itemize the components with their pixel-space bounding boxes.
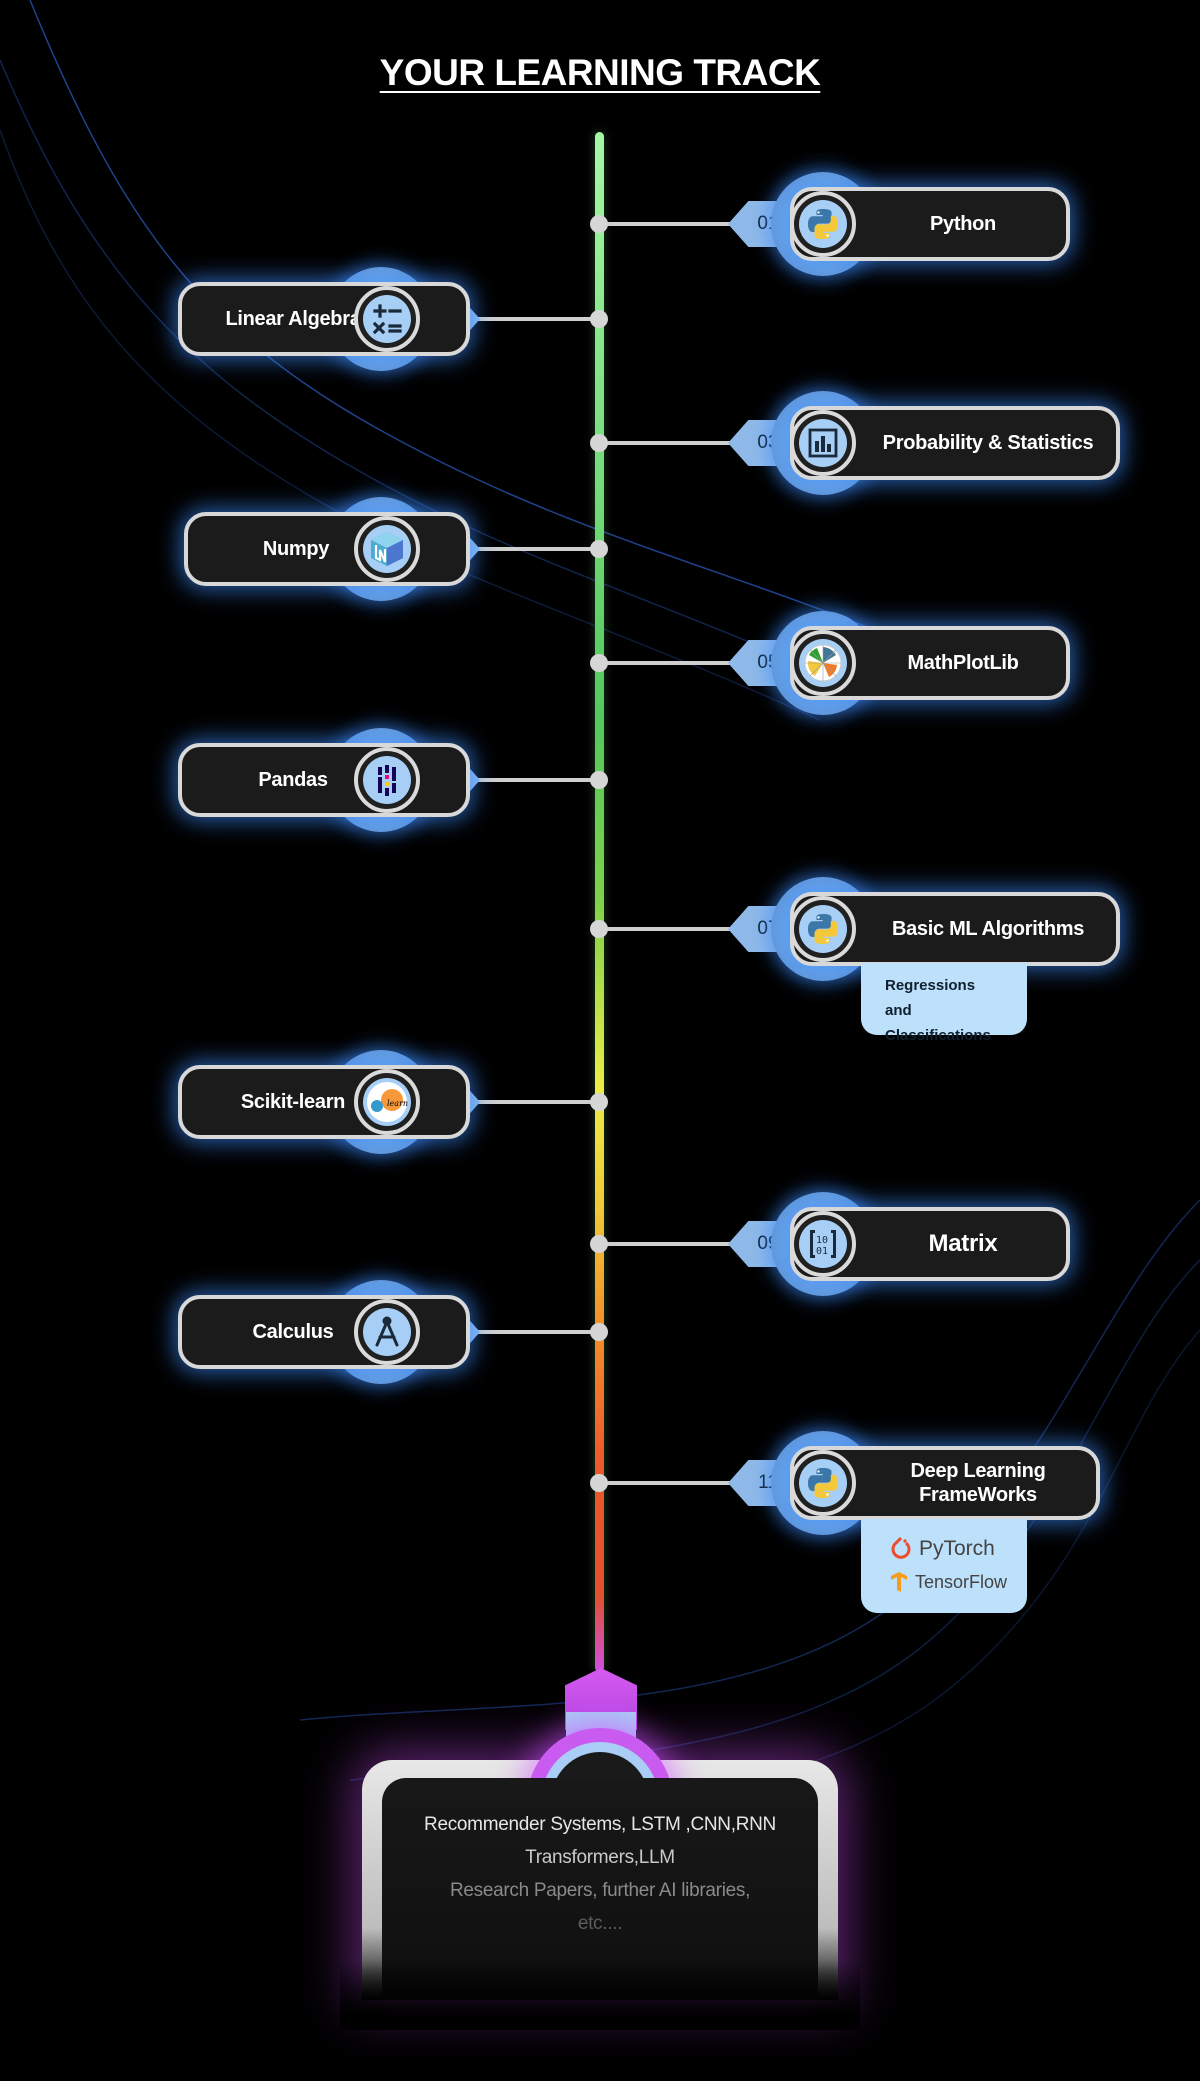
python-icon [799, 905, 847, 953]
step-label: Python [930, 213, 996, 235]
step-label: Matrix [928, 1230, 998, 1257]
connector-line [599, 927, 733, 931]
python-icon [799, 200, 847, 248]
python-icon [799, 1459, 847, 1507]
icon-ring [790, 1450, 856, 1516]
step-label: Calculus [252, 1321, 334, 1343]
matplotlib-icon [799, 639, 847, 687]
svg-text:01: 01 [816, 1246, 828, 1257]
framework-label: TensorFlow [915, 1571, 1008, 1592]
step-label: Scikit-learn [240, 1091, 346, 1113]
compass-icon [363, 1308, 411, 1356]
numpy-cube-icon [363, 525, 411, 573]
step-04-card[interactable]: Numpy [184, 512, 470, 586]
icon-ring: learn [354, 1069, 420, 1135]
scikit-learn-icon: learn [363, 1078, 411, 1126]
pytorch-icon [891, 1536, 911, 1559]
page-title: YOUR LEARNING TRACK [379, 52, 821, 93]
final-line-4: etc.... [577, 1913, 623, 1934]
icon-ring [354, 286, 420, 352]
note-line: Regressions and [885, 977, 976, 1019]
step-label-line: FrameWorks [919, 1484, 1037, 1506]
connector-line [462, 547, 599, 551]
step-label: Probability & Statistics [882, 432, 1094, 454]
timeline-node [590, 215, 608, 233]
step-label: Linear Algebra [225, 308, 361, 330]
icon-ring [790, 410, 856, 476]
connector-line [462, 1100, 599, 1104]
icon-ring [790, 191, 856, 257]
tensorflow-logo: TensorFlow [861, 1571, 1027, 1593]
timeline-node [590, 920, 608, 938]
final-line-3: Research Papers, further AI libraries, [449, 1880, 751, 1901]
icon-ring [354, 516, 420, 582]
timeline-node [590, 771, 608, 789]
connector-line [462, 1330, 599, 1334]
timeline-node [590, 434, 608, 452]
timeline-node [590, 1235, 608, 1253]
connector-line [599, 1481, 733, 1485]
final-line-1: Recommender Systems, LSTM ,CNN,RNN [424, 1814, 776, 1835]
note-line: Classifications [885, 1027, 991, 1044]
connector-line [599, 441, 733, 445]
timeline-node [590, 540, 608, 558]
math-operators-icon [363, 295, 411, 343]
bar-chart-icon [799, 419, 847, 467]
icon-ring [790, 896, 856, 962]
step-label: Numpy [262, 538, 330, 560]
pandas-icon [363, 756, 411, 804]
connector-line [462, 778, 599, 782]
timeline-node [590, 1474, 608, 1492]
step-06-card[interactable]: Pandas [178, 743, 470, 817]
step-08-card[interactable]: Scikit-learn [178, 1065, 470, 1139]
icon-ring [354, 747, 420, 813]
step-label: Basic ML Algorithms [891, 918, 1085, 940]
connector-line [462, 317, 599, 321]
step-label: MathPlotLib [907, 652, 1019, 674]
bottom-fade [340, 1960, 860, 2030]
icon-ring [354, 1299, 420, 1365]
step-02-card[interactable]: Linear Algebra [178, 282, 470, 356]
timeline-node [590, 1093, 608, 1111]
pytorch-logo: PyTorch [861, 1535, 1027, 1563]
tensorflow-icon [891, 1572, 907, 1592]
connector-line [599, 222, 733, 226]
step-label: Pandas [258, 769, 328, 791]
connector-line [599, 1242, 733, 1246]
timeline-spine [595, 132, 604, 1672]
step-10-card[interactable]: Calculus [178, 1295, 470, 1369]
timeline-node [590, 654, 608, 672]
framework-label: PyTorch [919, 1537, 995, 1560]
svg-text:learn: learn [387, 1099, 408, 1108]
timeline-node [590, 1323, 608, 1341]
timeline-node [590, 310, 608, 328]
icon-ring [790, 630, 856, 696]
final-line-2: Transformers,LLM [525, 1847, 675, 1868]
svg-text:10: 10 [816, 1235, 828, 1246]
connector-line [599, 661, 733, 665]
step-label-line: Deep Learning [910, 1460, 1046, 1482]
